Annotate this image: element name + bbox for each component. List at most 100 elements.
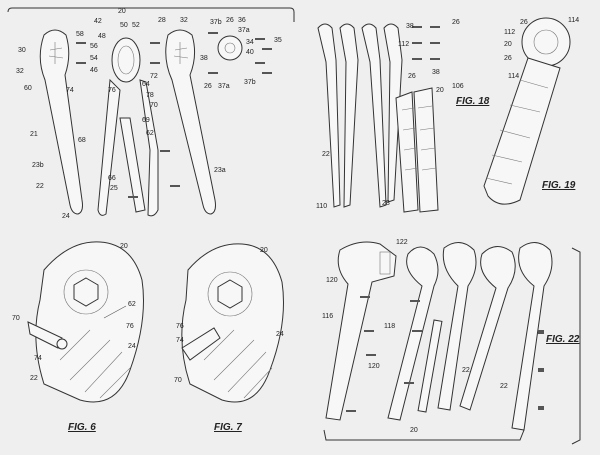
numeral: 38 [200, 55, 208, 62]
numeral: 54 [90, 55, 98, 62]
numeral: 22 [36, 183, 44, 190]
numeral: 30 [18, 47, 26, 54]
lever-6-pivot [57, 339, 67, 349]
numeral: 32 [180, 17, 188, 24]
numeral: 28 [382, 200, 390, 207]
figure-7-caption: FIG. 7 [214, 422, 242, 433]
numeral: 122 [396, 239, 408, 246]
numeral: 36 [238, 17, 246, 24]
numeral: 69 [142, 117, 150, 124]
numeral: 76 [176, 323, 184, 330]
numeral: 78 [146, 92, 154, 99]
numeral: 76 [126, 323, 134, 330]
group-bracket-22 [572, 248, 580, 444]
figure-19: 26 114 112 20 26 114 FIG. 19 [484, 17, 579, 204]
numeral: 62 [146, 130, 154, 137]
numeral: 70 [12, 315, 20, 322]
numeral: 26 [452, 19, 460, 26]
bottom-bracket-22 [324, 430, 524, 440]
numeral: 48 [98, 33, 106, 40]
numeral: 25 [110, 185, 118, 192]
numeral: 20 [118, 8, 126, 15]
figure-22: 122 120 116 118 120 22 22 20 FIG. 22 [322, 239, 580, 444]
numeral: 24 [276, 331, 284, 338]
figure-6: 20 62 70 76 74 22 24 FIG. 6 [12, 242, 144, 433]
arm-22-b [388, 247, 438, 420]
numeral: 68 [78, 137, 86, 144]
numeral: 20 [410, 427, 418, 434]
numeral: 37b [210, 19, 222, 26]
arm-18-a [318, 24, 340, 207]
figure-19-caption: FIG. 19 [542, 180, 576, 191]
center-arm-left [98, 80, 120, 215]
numeral: 42 [94, 18, 102, 25]
figure-6-caption: FIG. 6 [68, 422, 96, 433]
numeral: 50 [120, 22, 128, 29]
numeral: 52 [132, 22, 140, 29]
numeral: 120 [368, 363, 380, 370]
numeral: 37a [238, 27, 250, 34]
numeral: 35 [274, 37, 282, 44]
numeral: 26 [226, 17, 234, 24]
arm-22-a [326, 242, 396, 420]
numeral: 72 [150, 73, 158, 80]
numeral: 58 [76, 31, 84, 38]
numeral: 26 [408, 73, 416, 80]
numeral: 74 [34, 355, 42, 362]
numeral: 28 [158, 17, 166, 24]
numeral: 34 [246, 39, 254, 46]
numeral: 26 [520, 19, 528, 26]
numeral: 112 [398, 41, 409, 48]
numeral: 23b [32, 162, 44, 169]
numeral: 116 [322, 313, 333, 320]
numeral: 24 [62, 213, 70, 220]
numeral: 37b [244, 79, 256, 86]
numeral: 56 [90, 43, 98, 50]
numeral: 32 [16, 68, 24, 75]
numeral: 38 [406, 23, 414, 30]
numeral: 22 [462, 367, 470, 374]
numeral: 74 [66, 87, 74, 94]
numeral: 26 [504, 55, 512, 62]
exploded-view-top-left: 20 42 50 52 28 32 30 58 48 56 54 32 60 4… [8, 8, 294, 220]
numeral: 106 [452, 83, 464, 90]
figure-18: 38 26 112 26 38 106 20 22 110 28 FIG. 18 [316, 19, 490, 212]
numeral: 120 [326, 277, 338, 284]
arm-18-c [362, 24, 386, 207]
numeral: 76 [108, 87, 116, 94]
numeral: 62 [128, 301, 136, 308]
body-6 [36, 242, 144, 402]
numeral: 23a [214, 167, 226, 174]
numeral: 46 [90, 67, 98, 74]
numeral: 60 [24, 85, 32, 92]
numeral: 74 [176, 337, 184, 344]
numeral: 20 [120, 243, 128, 250]
numeral: 40 [246, 49, 254, 56]
numeral: 26 [204, 83, 212, 90]
numeral: 110 [316, 203, 327, 210]
numeral: 38 [432, 69, 440, 76]
numeral: 24 [128, 343, 136, 350]
numeral: 70 [174, 377, 182, 384]
center-ring [112, 38, 140, 82]
numeral: 114 [568, 17, 579, 24]
numeral: 22 [500, 383, 508, 390]
numeral: 66 [108, 175, 116, 182]
numeral: 114 [508, 73, 519, 80]
numeral: 70 [150, 102, 158, 109]
numeral: 22 [30, 375, 38, 382]
numeral: 112 [504, 29, 515, 36]
figure-7: 20 76 74 24 70 FIG. 7 [174, 244, 284, 433]
numeral: 64 [142, 81, 150, 88]
body-7 [182, 244, 284, 402]
figure-18-caption: FIG. 18 [456, 96, 490, 107]
hub [218, 36, 242, 60]
numeral: 22 [322, 151, 330, 158]
pins-18 [412, 26, 440, 60]
arm-18-b [340, 24, 358, 207]
numeral: 20 [260, 247, 268, 254]
numeral: 118 [384, 323, 395, 330]
numeral: 20 [504, 41, 512, 48]
numeral: 37a [218, 83, 230, 90]
